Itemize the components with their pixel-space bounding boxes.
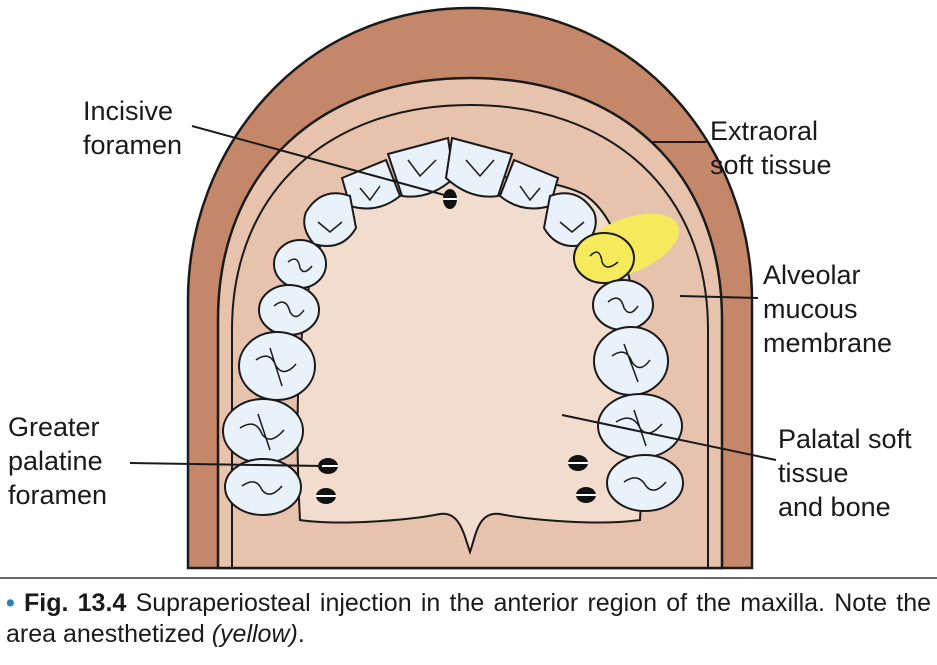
tooth-canine-left [303, 192, 358, 247]
tooth-canine-right [542, 192, 597, 247]
leader-incisive [191, 125, 449, 197]
tooth-molar3-right [606, 454, 684, 512]
caption-divider [0, 577, 937, 579]
tooth-premolar1-left [273, 239, 327, 289]
leader-lines [129, 125, 777, 467]
tooth-molar3-left [224, 458, 302, 516]
leader-greater-palatine [129, 462, 323, 467]
foramina [316, 189, 596, 504]
caption-text: Supraperiosteal injection in the anterio… [135, 589, 825, 617]
leader-palatal [561, 414, 777, 461]
caption-bullet-icon: • [6, 589, 15, 617]
caption-end: . [297, 620, 305, 648]
label-alveolar-mucous-membrane: Alveolar mucous membrane [763, 260, 893, 358]
figure-caption: • Fig. 13.4 Supraperiosteal injection in… [6, 588, 931, 650]
caption-figure-number: Fig. 13.4 [24, 589, 127, 617]
tooth-grooves [239, 159, 667, 495]
tooth-central-incisor-right [444, 136, 514, 198]
label-incisive-foramen: Incisive foramen [83, 96, 183, 160]
tooth-molar1-left [238, 331, 316, 401]
caption-note: Note the area anesthetized [6, 589, 932, 648]
tooth-premolar1-right [573, 232, 635, 284]
label-greater-palatine-foramen: Greater palatine foramen [8, 412, 108, 510]
label-palatal-soft-tissue: Palatal soft tissue and bone [778, 424, 912, 522]
gingival-line [231, 103, 709, 568]
maxilla-diagram [129, 6, 777, 570]
leader-alveolar [679, 295, 759, 299]
caption-note-italic: (yellow) [211, 620, 298, 648]
label-extraoral-soft-tissue: Extraoral soft tissue [710, 116, 832, 180]
